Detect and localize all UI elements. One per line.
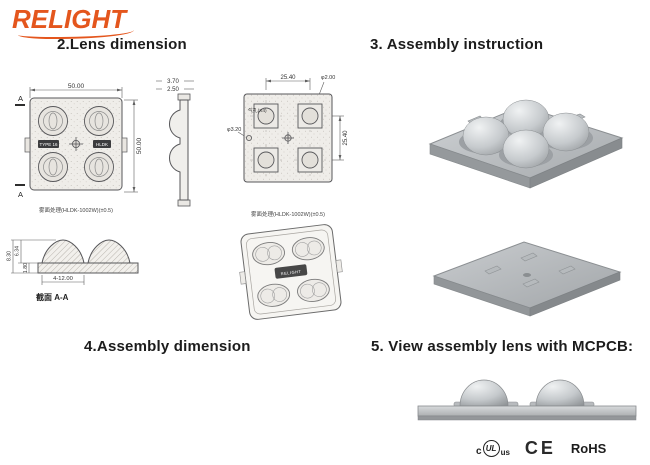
hole-large-label: φ3.20 xyxy=(227,127,241,133)
pitch-y-label: 25.40 xyxy=(343,130,349,146)
drawing-lens-on-mcpcb xyxy=(417,379,637,421)
dim-hole-label: 4-12.00 xyxy=(53,276,73,282)
drawing-cross-section: 8.30 6.34 1.80 4-12.00 截面 A-A xyxy=(7,239,139,302)
section-title-view-assembly: 5. View assembly lens with MCPCB: xyxy=(371,338,634,355)
ce-certification-mark: CE xyxy=(524,438,556,458)
drawing-lens-side-view: 3.70 2.50 xyxy=(156,79,194,207)
type-badge: TYPE 16 xyxy=(39,142,58,147)
lens-dome xyxy=(535,379,585,407)
section-title-assembly-instruction: 3. Assembly instruction xyxy=(370,36,544,53)
assembly-lens-module xyxy=(428,99,624,189)
brand-stamp-text: RELIGHT xyxy=(280,269,301,277)
ul-us-label: us xyxy=(500,448,510,457)
top-view-note: 雾面处理(HLDK-1002W)(±0.5) xyxy=(251,210,325,218)
dim-h3-label: 1.80 xyxy=(23,263,29,273)
vent-label: 气孔(X4) xyxy=(248,107,267,114)
lens-cells xyxy=(38,106,114,182)
section-marker-top: A xyxy=(18,94,23,103)
dim-width-label: 50.00 xyxy=(68,83,85,90)
drawing-lens-front-view: 50.00 50.00 TYPE 16 HLDK A A 雾面处理(HLDK-1… xyxy=(15,83,143,214)
logo-swoosh xyxy=(18,28,134,39)
profile-dim-2: 2.50 xyxy=(167,87,179,93)
drawing-lens-top-view: 25.40 φ2.00 25.40 φ3.20 气孔(X4) 雾面处理(HLDK… xyxy=(227,75,349,218)
ul-c-label: c xyxy=(476,446,482,457)
side-hole xyxy=(245,135,252,142)
assembly-3d-views xyxy=(428,99,624,317)
rohs-certification-mark: RoHS xyxy=(570,441,607,456)
center-screw-mark xyxy=(282,132,294,144)
lens-dome-section xyxy=(87,239,131,264)
center-screw-mark xyxy=(69,137,83,151)
lens-dome xyxy=(459,379,509,407)
drawing-lens-plate-perspective: RELIGHT xyxy=(239,224,343,320)
assembly-holder-plate xyxy=(432,241,622,317)
relight-logo: RELIGHT xyxy=(12,4,152,40)
dimension-lines xyxy=(29,87,138,193)
lens-ovals xyxy=(252,237,330,307)
mcpcb-board xyxy=(417,405,637,417)
ul-certification-mark: c UL us xyxy=(476,440,510,457)
ul-circle-icon: UL xyxy=(482,440,500,457)
section-title-lens-dimension: 2.Lens dimension xyxy=(57,36,187,53)
brand-stamp xyxy=(274,264,308,279)
dim-h2-label: 6.34 xyxy=(15,246,21,256)
dimension-lines xyxy=(237,78,344,161)
dim-h1-label: 8.30 xyxy=(7,251,13,261)
section-title-assembly-dimension: 4.Assembly dimension xyxy=(84,338,251,355)
ul-letters: UL xyxy=(485,443,497,453)
dim-height-label: 50.00 xyxy=(136,137,143,154)
certification-row: c UL us CE RoHS xyxy=(476,438,606,459)
front-view-note: 雾面处理(HLDK-1002W)(±0.5) xyxy=(39,206,113,214)
hole-small-label: φ2.00 xyxy=(321,75,335,81)
base-section xyxy=(37,262,139,274)
lens-dome-section xyxy=(41,239,85,264)
dimension-lines xyxy=(11,239,85,285)
section-cut-marks xyxy=(15,104,25,186)
section-label: 截面 A-A xyxy=(36,292,69,302)
pitch-x-label: 25.40 xyxy=(280,75,296,81)
mcpcb-base-layer xyxy=(417,415,637,421)
profile-body xyxy=(169,99,189,201)
part-badge: HLDK xyxy=(96,142,108,147)
section-marker-bottom: A xyxy=(18,190,23,199)
profile-dim-1: 3.70 xyxy=(167,79,179,85)
